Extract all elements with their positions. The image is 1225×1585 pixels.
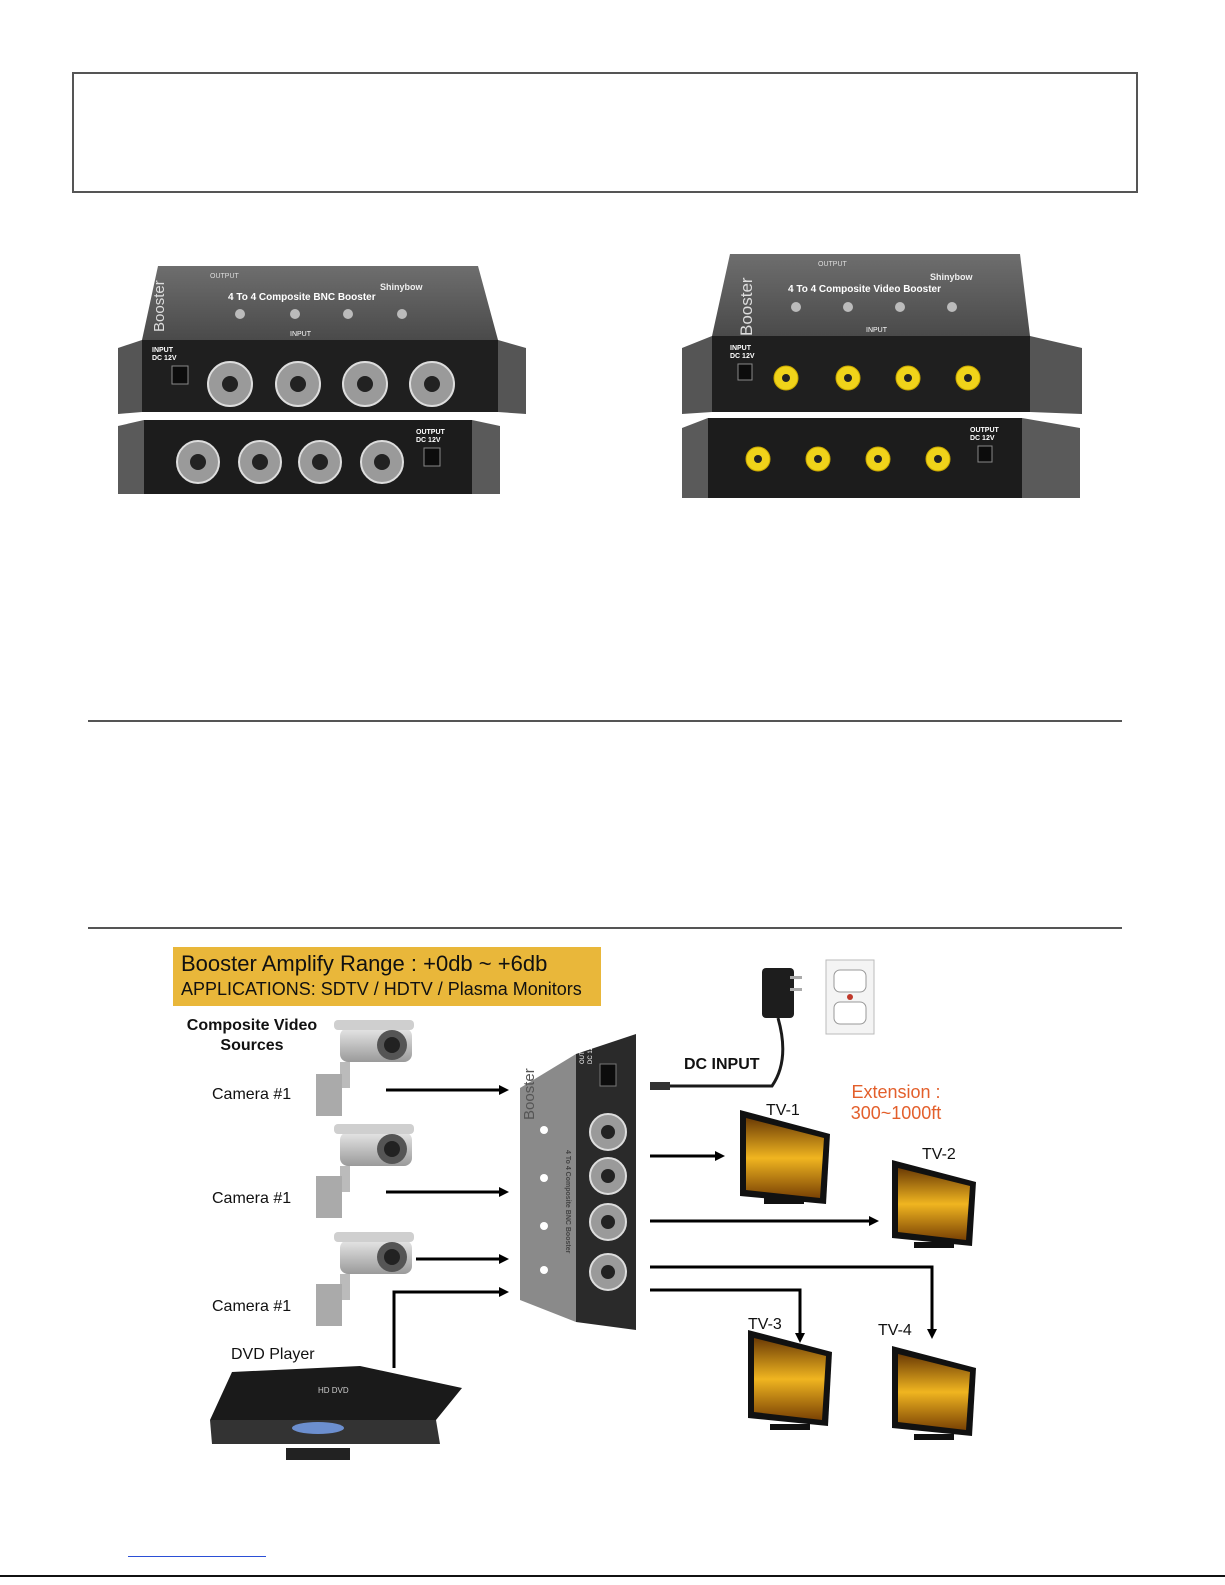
dvd-label: DVD Player (231, 1346, 315, 1363)
dc-input-label: DC INPUT (684, 1056, 760, 1073)
svg-text:DC 12V: DC 12V (588, 1043, 594, 1064)
svg-text:OUTPUT: OUTPUT (580, 1039, 586, 1064)
input-arrows (386, 1085, 509, 1368)
power-adapter-icon (650, 968, 802, 1090)
camera-label-3: Camera #1 (212, 1298, 292, 1315)
svg-text:INPUT: INPUT (290, 331, 312, 338)
svg-text:INPUT: INPUT (152, 347, 174, 354)
svg-text:4 To 4 Composite BNC Booster: 4 To 4 Composite BNC Booster (564, 1150, 571, 1254)
output-arrows (650, 1151, 937, 1343)
extension-label: Extension : 300~1000ft (850, 1082, 942, 1123)
camera-label-2: Camera #1 (212, 1190, 292, 1207)
amplify-range-banner: Booster Amplify Range : +0db ~ +6db APPL… (173, 947, 601, 1006)
camera-label-1: Camera #1 (212, 1086, 292, 1103)
banner-applications: APPLICATIONS: SDTV / HDTV / Plasma Monit… (181, 979, 582, 999)
svg-text:DC 12V: DC 12V (416, 437, 441, 444)
svg-text:Shinybow: Shinybow (380, 282, 423, 292)
svg-text:Booster: Booster (521, 1068, 538, 1120)
camera-icon (316, 1232, 414, 1326)
title-box (72, 72, 1138, 193)
tv-label-1: TV-1 (766, 1102, 800, 1119)
svg-text:Booster: Booster (151, 280, 168, 332)
camera-icon (316, 1020, 414, 1116)
svg-text:OUTPUT: OUTPUT (210, 273, 240, 280)
svg-text:HD DVD: HD DVD (318, 1386, 349, 1395)
tv-icon-1 (740, 1110, 830, 1204)
svg-text:OUTPUT: OUTPUT (818, 261, 848, 268)
footer-rule (0, 1575, 1225, 1577)
tv-icon-4 (892, 1346, 976, 1440)
camera-icon (316, 1124, 414, 1218)
tv-icon-3 (748, 1330, 832, 1430)
svg-text:OUTPUT: OUTPUT (416, 429, 446, 436)
tv-label-3: TV-3 (748, 1316, 782, 1333)
svg-text:4 To 4 Composite Video Booster: 4 To 4 Composite Video Booster (788, 284, 941, 295)
booster-device-icon: Booster 4 To 4 Composite BNC Booster OUT… (520, 1034, 636, 1330)
svg-text:DC 12V: DC 12V (970, 435, 995, 442)
section-divider-2 (88, 927, 1122, 929)
svg-text:Shinybow: Shinybow (930, 272, 973, 282)
connection-diagram: HD DVD Booster 4 To 4 Composite BNC Boos… (210, 959, 976, 1460)
section-divider-1 (88, 720, 1122, 722)
tv-label-2: TV-2 (922, 1146, 956, 1163)
banner-title: Booster Amplify Range : +0db ~ +6db (181, 951, 548, 976)
footer-link-underline[interactable] (128, 1556, 266, 1557)
wall-outlet-icon (825, 959, 875, 1035)
svg-text:Booster: Booster (737, 277, 756, 336)
sources-title: Composite Video Sources (186, 1017, 318, 1054)
dvd-player-icon: HD DVD (210, 1366, 462, 1460)
tv-label-4: TV-4 (878, 1322, 912, 1339)
bnc-booster-photo: OUTPUT Shinybow 4 To 4 Composite BNC Boo… (118, 266, 526, 494)
svg-text:DC 12V: DC 12V (730, 353, 755, 360)
tv-icon-2 (892, 1160, 976, 1248)
svg-text:INPUT: INPUT (730, 345, 752, 352)
rca-booster-photo: OUTPUT Shinybow 4 To 4 Composite Video B… (682, 254, 1082, 498)
svg-text:INPUT: INPUT (866, 327, 888, 334)
svg-text:DC 12V: DC 12V (152, 355, 177, 362)
svg-text:4 To 4 Composite BNC Booster: 4 To 4 Composite BNC Booster (228, 292, 376, 303)
svg-text:OUTPUT: OUTPUT (970, 427, 1000, 434)
